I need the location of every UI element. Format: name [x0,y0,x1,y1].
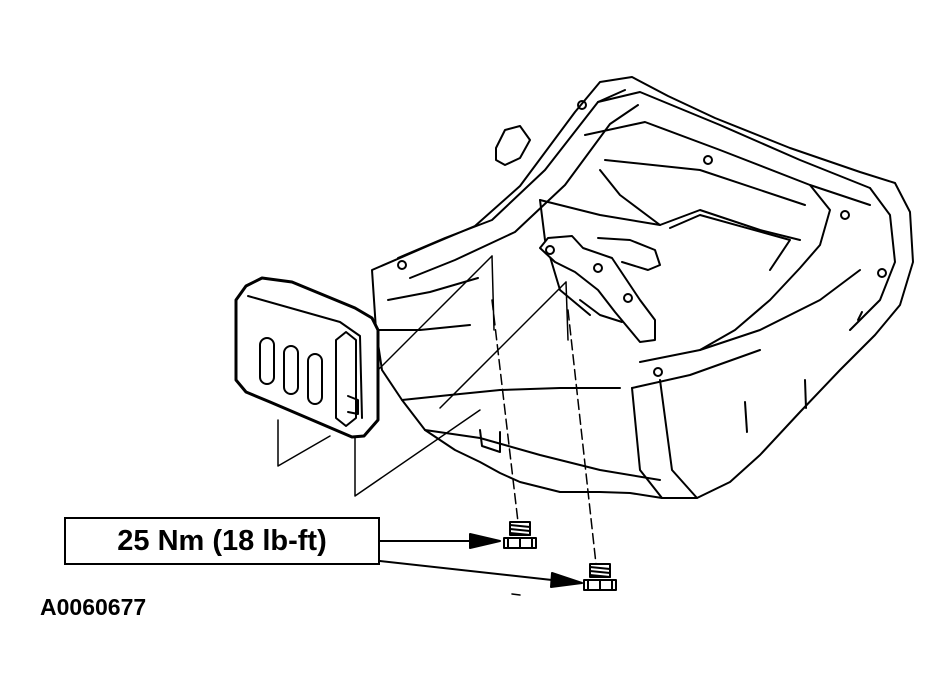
seat-cushion-frame [371,76,914,499]
torque-leader-arrows [379,533,583,588]
torque-spec-label: 25 Nm (18 lb-ft) [117,524,327,557]
torque-callout-box: 25 Nm (18 lb-ft) [64,517,380,565]
stray-mark [511,593,521,596]
projection-lines [277,255,597,565]
figure-id-label: A0060677 [40,594,147,620]
hex-flange-bolt-upper [503,521,537,549]
hex-flange-bolt-lower [583,563,617,591]
side-trim-cover [234,276,380,439]
